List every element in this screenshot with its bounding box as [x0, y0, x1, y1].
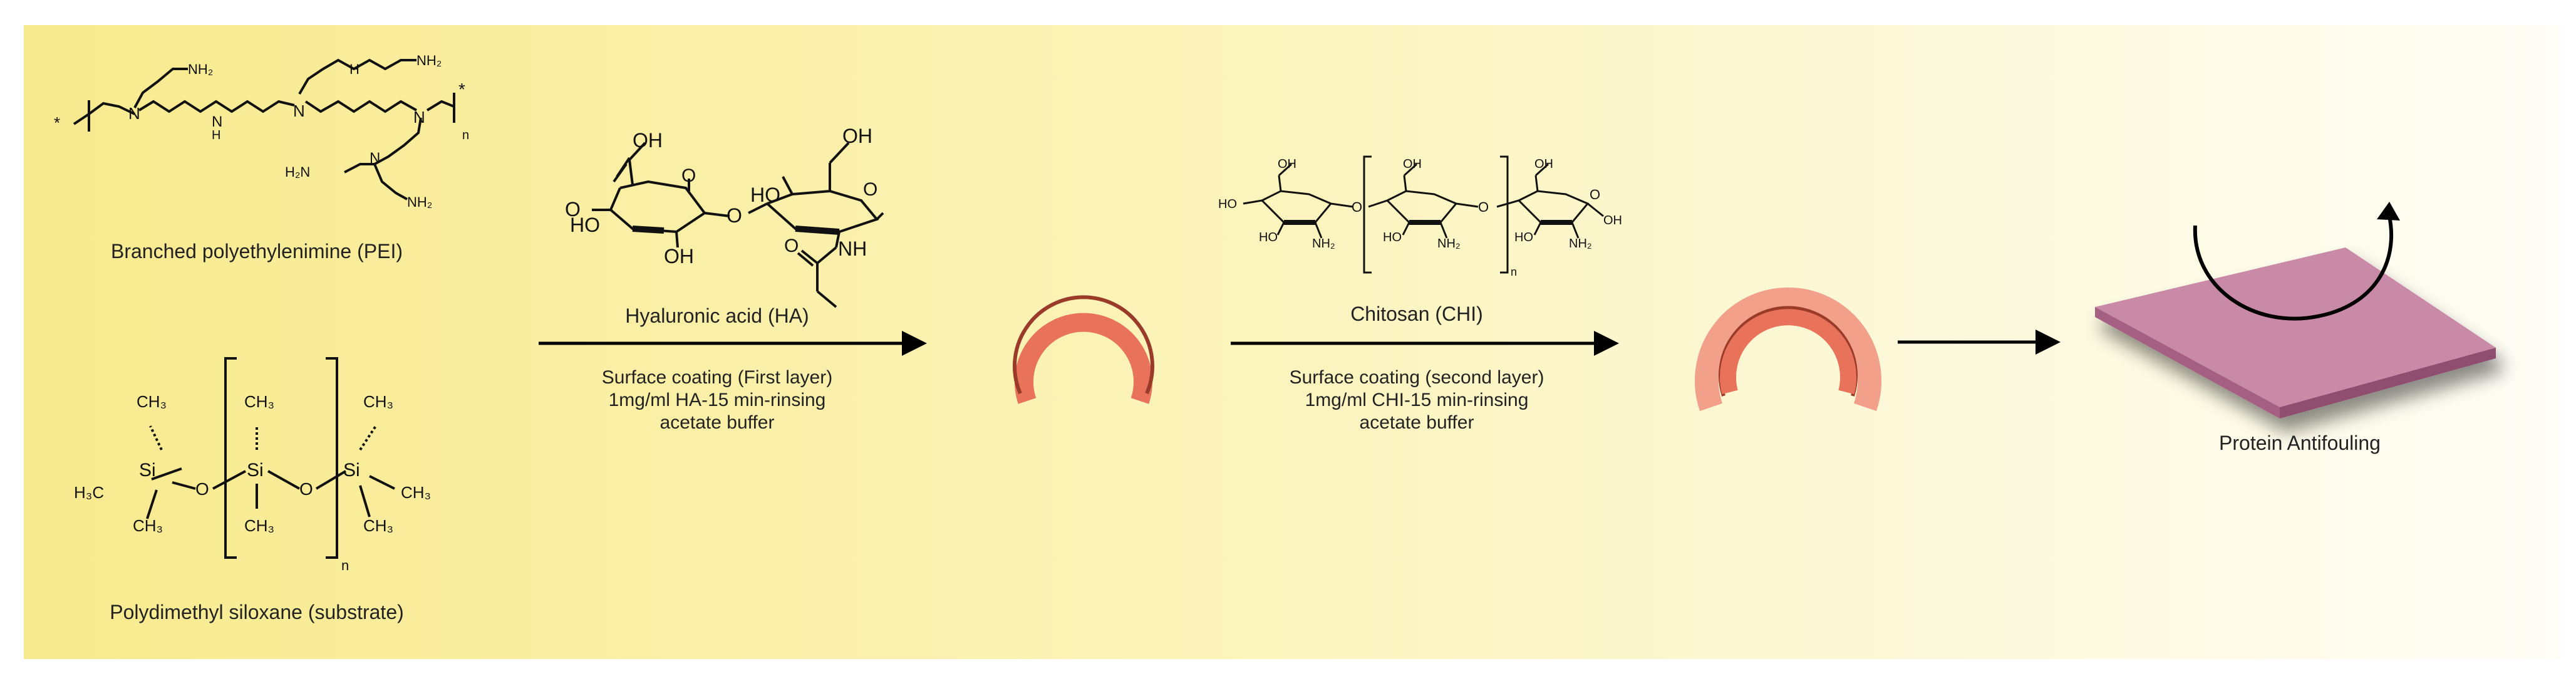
ha-o-ring1: O [681, 165, 696, 186]
pdms-ch3-6: CH₃ [401, 483, 431, 502]
pei-labels: * N NH₂ N H N H NH₂ N n * N H₂N NH₂ [54, 53, 469, 210]
pei-star-left: * [54, 113, 60, 132]
ha-nh: NH [838, 237, 867, 260]
ha-structure [592, 142, 884, 308]
result-label: Protein Antifouling [2219, 432, 2381, 454]
pdms-o-1: O [195, 479, 209, 499]
ha-oh-1: OH [633, 129, 663, 152]
pdms-ch3-4: CH₃ [244, 516, 274, 535]
pei-n1: N [128, 104, 140, 123]
chi-ho-2: HO [1259, 231, 1278, 244]
step2-line3: acetate buffer [1360, 412, 1474, 433]
ha-ho-1: HO [570, 214, 600, 236]
step1-line3: acetate buffer [660, 412, 775, 433]
pdms-ch3-2: CH₃ [133, 516, 163, 535]
antifouling-curved-arrow [2193, 202, 2400, 321]
pei-nh2-1: NH₂ [188, 61, 213, 77]
pdms-si-3: Si [343, 460, 360, 481]
ha-labels: OH O HO O OH O HO OH O NH O [565, 125, 877, 268]
pdms-structure [146, 357, 395, 559]
coated-tube-first-layer [1013, 295, 1154, 404]
pei-h2n: H₂N [285, 164, 310, 180]
pei-nh1: N [212, 113, 222, 130]
ha-o-amide: O [784, 236, 799, 256]
pdms-o-2: O [299, 479, 313, 499]
chi-sub-n: n [1511, 266, 1517, 278]
pei-n3: N [293, 101, 305, 120]
chi-structure [1243, 155, 1604, 274]
pdms-sub-n: n [341, 558, 349, 573]
pdms-si-2: Si [247, 460, 264, 481]
pdms-ch3-1: CH₃ [137, 392, 167, 411]
chi-oh-3: OH [1534, 157, 1553, 171]
pdms-ch3-7: CH₃ [363, 516, 393, 535]
pei-star-right: * [458, 80, 465, 99]
pei-nh2-2: NH₂ [416, 53, 442, 68]
pei-label: Branched polyethylenimine (PEI) [111, 240, 403, 263]
pei-nh2-top-h: H [349, 61, 360, 77]
ha-o-ring2: O [863, 179, 877, 200]
chi-oh-4: OH [1603, 214, 1622, 227]
step2-line1: Surface coating (second layer) [1290, 367, 1544, 388]
pdms-ch3-5: CH₃ [363, 392, 393, 411]
ha-oh-2: OH [664, 245, 694, 268]
ha-o-link: O [727, 204, 742, 227]
chi-o-2: O [1478, 199, 1489, 215]
chi-o-ring: O [1590, 187, 1600, 202]
pdms-ch3-3: CH₃ [244, 392, 274, 411]
pei-nh1-h: H [212, 128, 220, 142]
step2-line2: 1mg/ml CHI-15 min-rinsing [1305, 390, 1529, 410]
pei-n5: N [370, 150, 380, 167]
chi-ho-1: HO [1218, 197, 1237, 211]
pei-sub-n: n [462, 128, 469, 142]
ha-label: Hyaluronic acid (HA) [625, 304, 809, 327]
pdms-h3c: H₃C [74, 483, 104, 502]
chi-o-1: O [1352, 199, 1362, 215]
ha-ho-2: HO [750, 184, 780, 206]
arrow-step3-head [2035, 330, 2061, 355]
ha-oh-3: OH [842, 125, 872, 147]
chi-nh2-2: NH₂ [1437, 237, 1461, 251]
pdms-plate [2095, 247, 2496, 418]
chi-nh2-1: NH₂ [1312, 237, 1335, 251]
arrow-step2-head [1594, 331, 1619, 356]
chi-nh2-3: NH₂ [1569, 237, 1592, 251]
pdms-label: Polydimethyl siloxane (substrate) [110, 601, 404, 623]
ha-o-1: O [565, 198, 581, 221]
chi-oh-1: OH [1278, 157, 1296, 171]
chi-labels: OH HO HO NH₂ O OH HO NH₂ O n OH HO NH₂ O… [1218, 157, 1622, 278]
pdms-si-1: Si [139, 460, 156, 481]
pei-structure [73, 58, 455, 200]
chi-ho-4: HO [1514, 231, 1533, 244]
step1-line1: Surface coating (First layer) [602, 367, 832, 388]
pei-nh2-3: NH₂ [407, 194, 432, 210]
arrow-step1-head [902, 331, 927, 356]
coated-tube-second-layer [1695, 288, 1881, 412]
chi-ho-3: HO [1383, 231, 1402, 244]
pei-n4: N [413, 108, 425, 127]
chi-oh-2: OH [1403, 157, 1422, 171]
pdms-labels: CH₃ H₃C Si CH₃ O CH₃ Si CH₃ O CH₃ Si CH₃… [74, 392, 431, 573]
step1-line2: 1mg/ml HA-15 min-rinsing [609, 390, 826, 410]
chi-label: Chitosan (CHI) [1350, 303, 1483, 325]
